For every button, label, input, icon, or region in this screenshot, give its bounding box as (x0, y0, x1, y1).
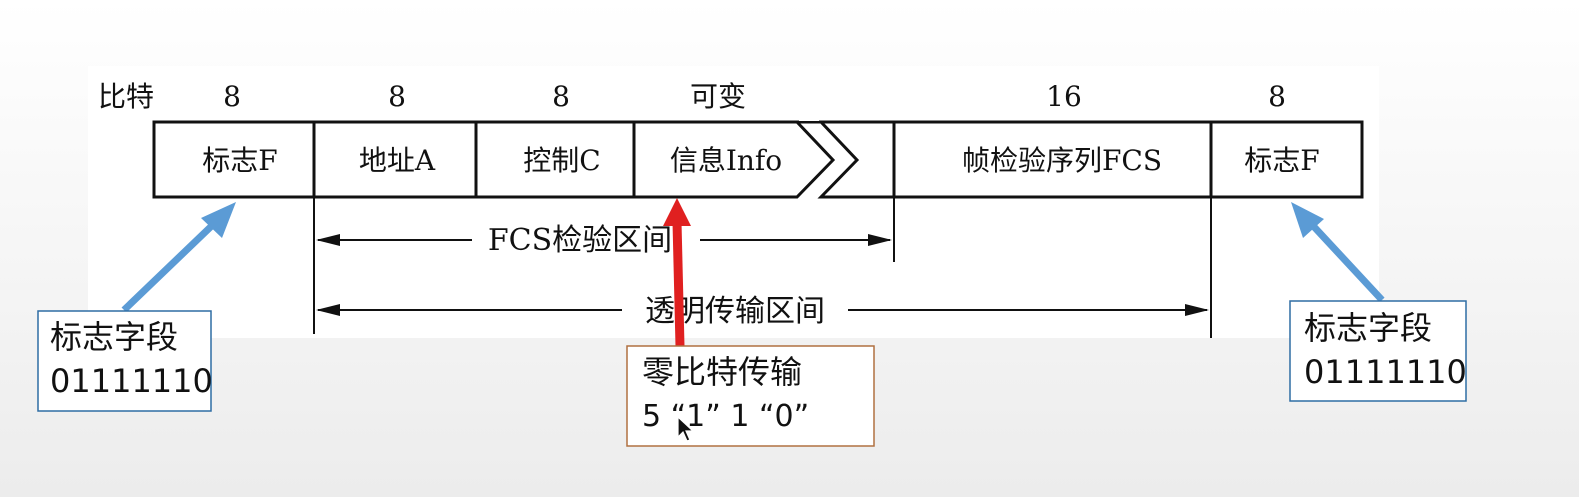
size-address: 8 (388, 80, 406, 113)
size-flag-start: 8 (223, 80, 241, 113)
field-fcs: 帧检验序列FCS (962, 144, 1162, 177)
left-callout: 标志字段 01111110 (37, 310, 213, 412)
size-flag-end: 8 (1268, 80, 1286, 113)
bits-label: 比特 (98, 80, 154, 113)
left-callout-value: 01111110 (50, 362, 213, 400)
field-control: 控制C (523, 144, 600, 177)
middle-callout: 零比特传输 5 “1” 1 “0” (626, 345, 875, 447)
left-callout-title: 标志字段 (50, 318, 178, 356)
fcs-range-label: FCS检验区间 (488, 223, 672, 258)
field-address: 地址A (359, 144, 436, 177)
mouse-cursor (677, 415, 695, 442)
zero-bit-arrow (663, 198, 691, 347)
fcs-range-right-arrowhead (868, 234, 892, 246)
transparent-range-right-arrowhead (1185, 304, 1209, 316)
diagram-panel (88, 66, 1379, 338)
right-callout-title: 标志字段 (1304, 309, 1432, 347)
size-fcs: 16 (1046, 80, 1082, 113)
frame-right-part (817, 120, 1364, 199)
size-info: 可变 (690, 80, 746, 113)
field-flag-start: 标志F (202, 144, 277, 177)
field-flag-end: 标志F (1244, 144, 1319, 177)
left-flag-arrow (121, 202, 236, 313)
right-flag-arrow (1291, 202, 1385, 303)
gap-mask-top (799, 118, 819, 121)
fcs-range-left-arrowhead (316, 234, 340, 246)
field-info: 信息Info (670, 144, 782, 177)
middle-callout-title: 零比特传输 (642, 353, 802, 391)
size-control: 8 (552, 80, 570, 113)
middle-callout-value: 5 “1” 1 “0” (642, 399, 809, 434)
right-callout: 标志字段 01111110 (1289, 300, 1467, 402)
transparent-range-left-arrowhead (316, 304, 340, 316)
transparent-range-label: 透明传输区间 (645, 294, 825, 329)
right-callout-value: 01111110 (1304, 353, 1467, 391)
